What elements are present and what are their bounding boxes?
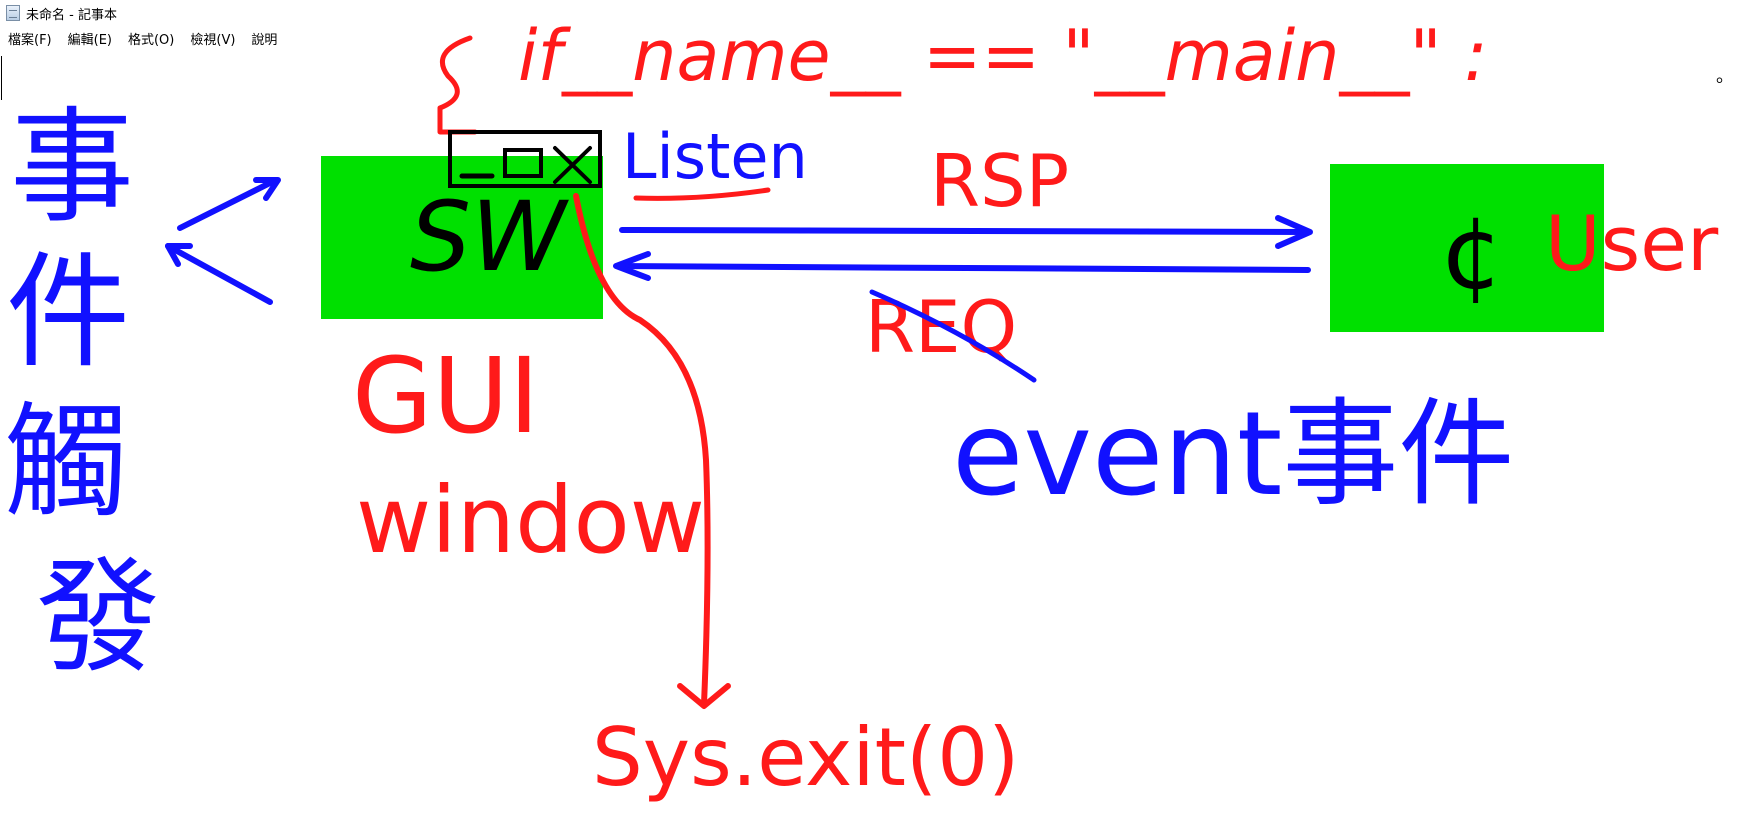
- text-caret: [1, 56, 2, 100]
- menu-bar: 檔案(F) 編輯(E) 格式(O) 檢視(V) 說明: [0, 26, 1758, 50]
- menu-edit[interactable]: 編輯(E): [67, 32, 112, 48]
- menu-view[interactable]: 檢視(V): [190, 32, 236, 48]
- window-title: 未命名 - 記事本: [26, 7, 117, 23]
- menu-file[interactable]: 檔案(F): [8, 32, 52, 48]
- notepad-icon: [6, 5, 20, 21]
- text-editor-area[interactable]: [0, 52, 1758, 816]
- title-bar: 未命名 - 記事本: [0, 0, 1758, 26]
- menu-help[interactable]: 說明: [251, 32, 278, 48]
- menu-format[interactable]: 格式(O): [127, 32, 175, 48]
